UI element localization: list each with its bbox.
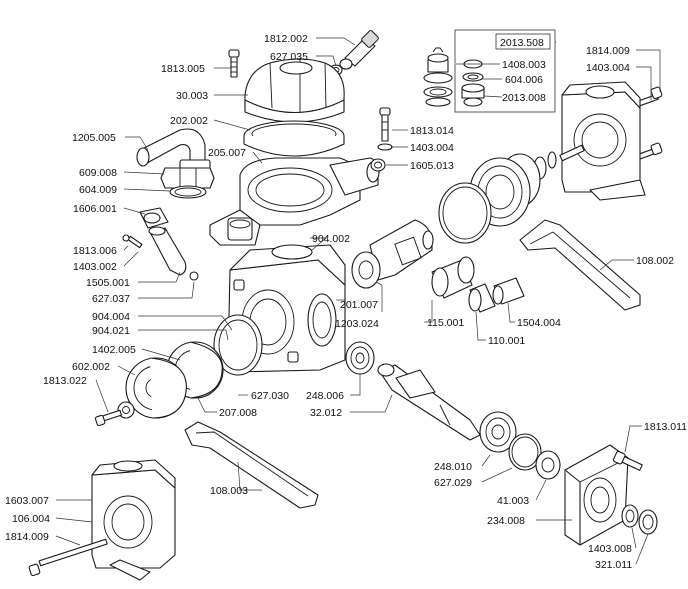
- bolt-1813-022: [94, 401, 135, 427]
- bolt-1813-014: [377, 107, 393, 151]
- label-248-010: 248.010: [434, 461, 472, 473]
- label-1504-004: 1504.004: [517, 317, 561, 329]
- label-202-002: 202.002: [170, 115, 208, 127]
- bracket-108-002: [519, 219, 641, 311]
- label-1605-013: 1605.013: [410, 160, 454, 172]
- pin-1504-004: [492, 277, 525, 305]
- label-115-001: 115.001: [427, 317, 464, 329]
- label-627-035: 627.035: [270, 51, 308, 63]
- label-1812-002: 1812.002: [264, 33, 308, 45]
- label-1408-003: 1408.003: [502, 59, 546, 71]
- air-dome-30-003: [244, 58, 345, 123]
- label-1813-005: 1813.005: [161, 63, 205, 75]
- label-205-007: 205.007: [208, 147, 246, 159]
- label-108-002: 108.002: [636, 255, 674, 267]
- label-1205-005: 1205.005: [72, 132, 116, 144]
- seal-321-011: [638, 509, 658, 535]
- label-627-037: 627.037: [92, 293, 130, 305]
- label-108-003: 108.003: [210, 485, 248, 497]
- label-602-002: 602.002: [72, 361, 110, 373]
- label-1505-001: 1505.001: [86, 277, 130, 289]
- label-1814-009-bot: 1814.009: [5, 531, 49, 543]
- label-201-007: 201.007: [340, 299, 378, 311]
- label-234-008: 234.008: [487, 515, 525, 527]
- label-1403-008: 1403.008: [588, 543, 632, 555]
- nut-1605-013: [370, 158, 386, 172]
- conrod-1203-024: [351, 219, 434, 289]
- screw-1813-006: [122, 234, 143, 249]
- elbow-1205-005: [136, 128, 211, 175]
- washer-604-009: [169, 185, 207, 199]
- label-1813-011: 1813.011: [644, 421, 687, 433]
- label-1814-009-top: 1814.009: [586, 45, 630, 57]
- oring-627-037: [189, 271, 199, 281]
- label-32-012: 32.012: [310, 407, 342, 419]
- label-1203-024: 1203.024: [335, 318, 379, 330]
- tube-1505-001: [148, 226, 187, 276]
- diaphragm-202-002: [243, 120, 345, 157]
- label-207-008: 207.008: [219, 407, 257, 419]
- label-2013-008: 2013.008: [502, 92, 546, 104]
- bracket-108-003: [184, 421, 319, 509]
- label-604-009: 604.009: [79, 184, 117, 196]
- kit-2013-508-frame: [454, 29, 556, 113]
- pump-head-205-007: [209, 157, 380, 246]
- label-627-029: 627.029: [434, 477, 472, 489]
- oring-627-029: [508, 433, 542, 471]
- label-106-004: 106.004: [12, 513, 50, 525]
- label-604-006: 604.006: [505, 74, 543, 86]
- side-cover-1603-007: [91, 459, 176, 581]
- label-1403-002: 1403.002: [73, 261, 117, 273]
- bearing-248-010: [479, 411, 517, 453]
- label-904-002: 904.002: [312, 233, 350, 245]
- label-609-008: 609.008: [79, 167, 117, 179]
- label-1402-005: 1402.005: [92, 344, 136, 356]
- bushing-110-001: [468, 283, 496, 313]
- label-1403-004-top: 1403.004: [586, 62, 630, 74]
- valve-1812-002: [339, 30, 379, 70]
- part-labels: 1812.002 627.035 1813.005 30.003 1205.00…: [5, 33, 687, 571]
- label-1813-022: 1813.022: [43, 375, 87, 387]
- washer-1403-008: [621, 504, 639, 528]
- bearing-248-006: [345, 341, 375, 375]
- pin-115-001: [431, 256, 475, 299]
- label-110-001: 110.001: [488, 335, 525, 347]
- label-41-003: 41.003: [497, 495, 529, 507]
- stud-1814-009-bottom: [28, 538, 108, 577]
- seal-41-003: [535, 450, 561, 480]
- label-1403-004-mid: 1403.004: [410, 142, 454, 154]
- label-1606-001: 1606.001: [73, 203, 117, 215]
- crankshaft-32-012: [377, 363, 481, 441]
- label-1813-014: 1813.014: [410, 125, 454, 137]
- fitting-1606-001: [139, 207, 169, 229]
- label-904-004: 904.004: [92, 311, 130, 323]
- label-627-030: 627.030: [251, 390, 289, 402]
- piston-602-002: [125, 357, 187, 419]
- kit-2013-508-label-box: [495, 33, 551, 50]
- label-1813-006: 1813.006: [73, 245, 117, 257]
- label-30-003: 30.003: [176, 90, 208, 102]
- label-248-006: 248.006: [306, 390, 344, 402]
- label-321-011: 321.011: [595, 559, 632, 571]
- label-2013-508: 2013.508: [500, 37, 544, 49]
- side-cover-top-right: [561, 81, 646, 201]
- bolt-1813-011: [612, 450, 643, 471]
- nut-609-008: [160, 167, 215, 189]
- label-1603-007: 1603.007: [5, 495, 49, 507]
- label-904-021: 904.021: [92, 325, 130, 337]
- valve-kit-parts: [423, 47, 485, 107]
- leader-lines: [55, 37, 661, 565]
- oring-upper-large: [438, 182, 492, 244]
- bolt-1813-005: [228, 49, 240, 78]
